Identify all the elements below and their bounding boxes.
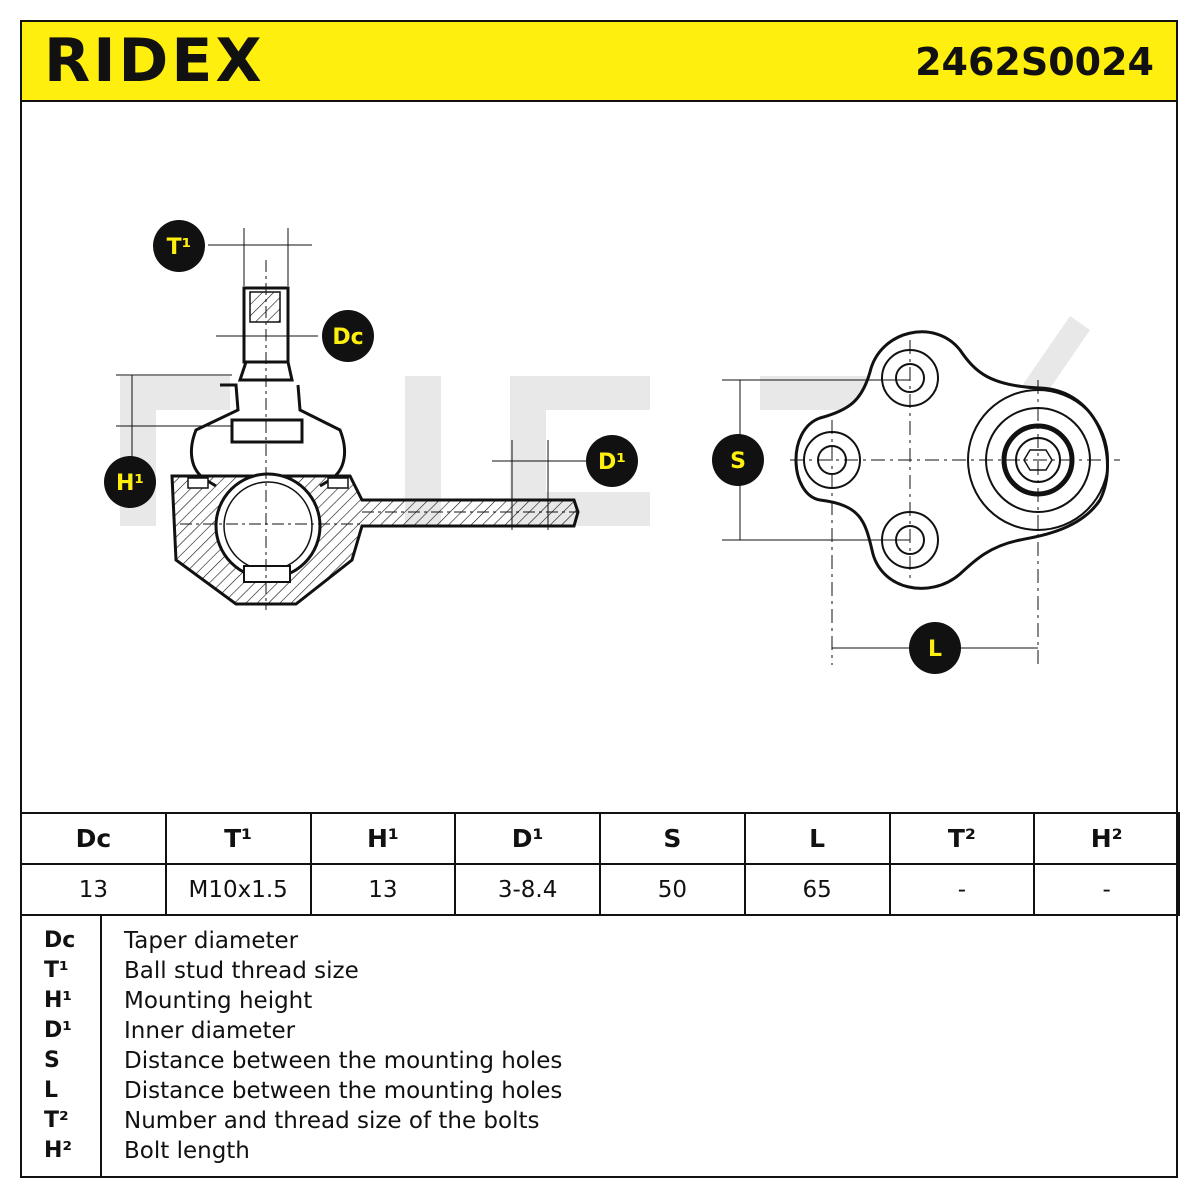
badge-d1: D¹ [586, 435, 638, 487]
legend-code: T¹ [44, 958, 69, 983]
legend-desc: Mounting height [124, 988, 313, 1014]
legend-item: H² Bolt length [20, 1136, 1180, 1166]
side-view [170, 260, 580, 610]
legend-code: H² [44, 1138, 73, 1163]
legend-item: Dc Taper diameter [20, 926, 1180, 956]
value-h1: 13 [309, 863, 457, 916]
legend-item: D¹ Inner diameter [20, 1016, 1180, 1046]
svg-text:D¹: D¹ [598, 450, 626, 475]
specs-table: Dc T¹ H¹ D¹ S L T² H² 13 M10x1.5 13 3-8.… [20, 812, 1180, 916]
dimension-lines-left [116, 228, 586, 530]
legend-desc: Distance between the mounting holes [124, 1078, 563, 1104]
svg-text:T¹: T¹ [167, 235, 192, 260]
col-header-d1: D¹ [454, 812, 601, 865]
col-header-h2: H² [1033, 812, 1180, 865]
legend-code: D¹ [44, 1018, 72, 1043]
col-header-l: L [743, 812, 891, 865]
legend-desc: Ball stud thread size [124, 958, 359, 984]
svg-text:Dc: Dc [332, 325, 363, 350]
svg-text:H¹: H¹ [116, 471, 144, 496]
legend-item: T² Number and thread size of the bolts [20, 1106, 1180, 1136]
legend-code: L [44, 1078, 59, 1103]
value-s: 50 [599, 863, 746, 916]
brand-logo: RIDEX [44, 26, 265, 96]
badge-dc: Dc [322, 310, 374, 362]
legend-divider [100, 914, 102, 1178]
specs-value-row: 13 M10x1.5 13 3-8.4 50 65 - - [20, 863, 1180, 916]
legend-code: S [44, 1048, 60, 1073]
badge-t1: T¹ [153, 220, 205, 272]
badge-l: L [909, 622, 961, 674]
part-number: 2462S0024 [915, 40, 1154, 84]
header-bar: RIDEX 2462S0024 [22, 22, 1176, 102]
col-header-t1: T¹ [164, 812, 312, 865]
legend-item: L Distance between the mounting holes [20, 1076, 1180, 1106]
legend-code: H¹ [44, 988, 73, 1013]
badge-s: S [712, 434, 764, 486]
value-h2: - [1033, 863, 1180, 916]
legend-code: Dc [44, 928, 76, 953]
legend-desc: Bolt length [124, 1138, 250, 1164]
outer-frame [20, 20, 1178, 1178]
legend-desc: Taper diameter [124, 928, 299, 954]
col-header-dc: Dc [20, 812, 167, 865]
value-t1: M10x1.5 [164, 863, 312, 916]
value-l: 65 [743, 863, 891, 916]
technical-drawing: T¹ Dc H¹ D¹ S L [22, 102, 1176, 812]
badge-h1: H¹ [104, 456, 156, 508]
value-d1: 3-8.4 [454, 863, 601, 916]
legend-item: H¹ Mounting height [20, 986, 1180, 1016]
col-header-h1: H¹ [309, 812, 457, 865]
legend-desc: Distance between the mounting holes [124, 1048, 563, 1074]
value-t2: - [888, 863, 1036, 916]
svg-text:L: L [928, 637, 942, 662]
specs-header-row: Dc T¹ H¹ D¹ S L T² H² [20, 812, 1180, 865]
legend-desc: Inner diameter [124, 1018, 296, 1044]
value-dc: 13 [20, 863, 167, 916]
legend: Dc Taper diameter T¹ Ball stud thread si… [20, 914, 1180, 1178]
legend-item: S Distance between the mounting holes [20, 1046, 1180, 1076]
svg-text:S: S [730, 449, 746, 474]
legend-item: T¹ Ball stud thread size [20, 956, 1180, 986]
legend-code: T² [44, 1108, 69, 1133]
legend-desc: Number and thread size of the bolts [124, 1108, 540, 1134]
col-header-t2: T² [888, 812, 1036, 865]
col-header-s: S [599, 812, 746, 865]
